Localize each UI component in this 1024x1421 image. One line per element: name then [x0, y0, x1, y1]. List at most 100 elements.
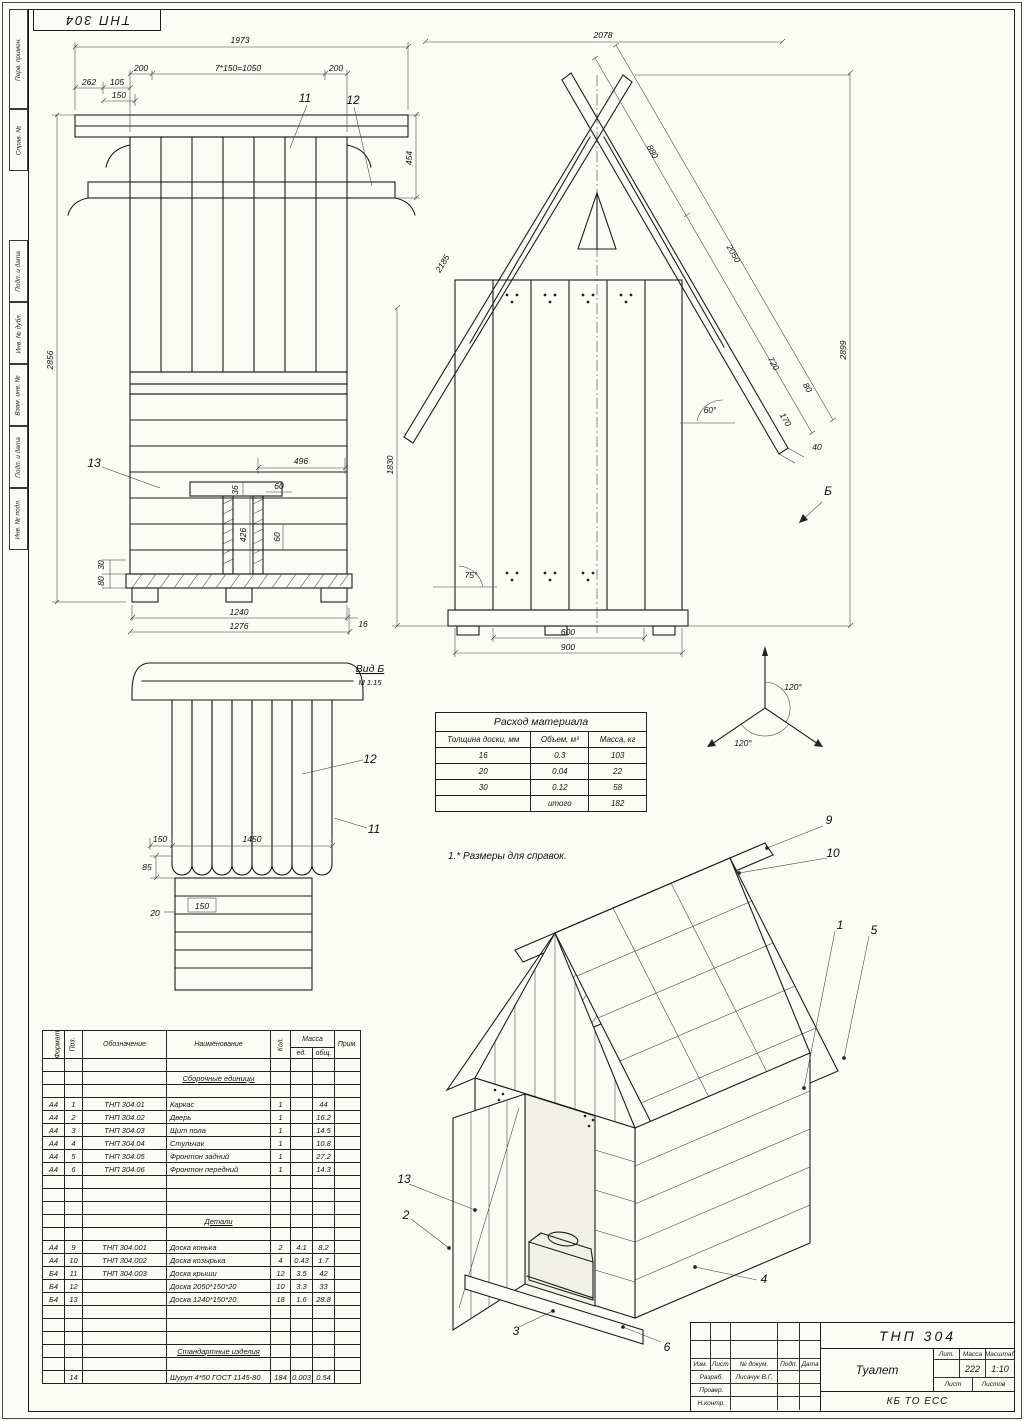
spec-cell-name: Щит пола [166, 1123, 271, 1137]
spec-cell-mass-total [311, 1058, 336, 1072]
margin-stamp: Подп. и дата [9, 426, 28, 488]
material-cell: 103 [588, 747, 647, 764]
spec-cell-name [166, 1227, 271, 1241]
margin-stamp: Инв. № подл. [9, 488, 28, 550]
spec-cell-pos: 11 [64, 1266, 83, 1280]
spec-section-row: Сборочные единицы [42, 1071, 362, 1085]
axonometry-axes [707, 646, 823, 747]
view-b-drawing: Вид Б М 1:15 12 11 150 1450 85 20 150 [131, 662, 384, 991]
margin-stamp: Перв. примен. [9, 9, 28, 109]
dim-front-150: 150 [112, 90, 126, 100]
tb-scale-value: 1:10 [991, 1363, 1009, 1374]
dim-vb-150b: 150 [195, 901, 209, 911]
tb-document-number: ТНП 304 [821, 1323, 1014, 1349]
pos-label-11: 11 [299, 91, 311, 105]
dim-vb-1450: 1450 [243, 834, 262, 844]
spec-cell-designation [82, 1227, 167, 1241]
spec-empty-row [42, 1175, 362, 1189]
spec-cell-designation [82, 1292, 167, 1306]
margin-stamp-text: Подп. и дата [15, 436, 23, 478]
material-cell: 0.3 [530, 747, 590, 764]
tb-name-prover [731, 1384, 779, 1396]
spec-cell-mass-unit: 4.1 [290, 1240, 313, 1254]
spec-cell-name [166, 1331, 271, 1345]
angle-75: 75° [465, 570, 478, 580]
spec-cell-mass-total: 28.8 [311, 1292, 336, 1306]
spec-cell-designation: ТНП 304.03 [82, 1123, 167, 1137]
spec-cell-mass-unit [290, 1149, 313, 1163]
dim-front-80: 80 [96, 576, 106, 586]
iso-pos-1: 1 [837, 918, 844, 932]
pos-label-12: 12 [346, 93, 360, 107]
spec-cell-note [334, 1123, 362, 1137]
spec-cell-pos: 4 [64, 1136, 83, 1150]
spec-cell-designation [82, 1201, 167, 1215]
dim-vb-20: 20 [149, 908, 160, 918]
spec-cell-designation [82, 1318, 167, 1332]
spec-cell-mass-unit [290, 1136, 313, 1150]
spec-cell-note [334, 1175, 362, 1189]
spec-cell-designation [82, 1344, 167, 1358]
spec-cell-mass-total: 16.2 [311, 1110, 336, 1124]
spec-cell-pos: 3 [64, 1123, 83, 1137]
spec-cell-designation [82, 1214, 167, 1228]
tb-h-data: Дата [801, 1361, 819, 1368]
spec-cell-mass-unit [290, 1084, 313, 1098]
material-header-volume: Объем, м³ [530, 731, 590, 748]
title-block-main-area: ТНП 304 Туалет Лит. Масса Масштаб 222 1:… [821, 1323, 1015, 1411]
spec-header-mass: Масса [289, 1030, 336, 1048]
spec-cell-pos [64, 1188, 83, 1202]
spec-cell-note [334, 1266, 362, 1280]
side-view-drawing: 2078 2185 880 2050 720 80 170 2899 1830 … [385, 30, 854, 657]
dim-side-80: 80 [801, 381, 815, 394]
spec-cell-format [42, 1318, 65, 1332]
spec-cell-qty: 1 [270, 1123, 291, 1137]
spec-cell-designation [82, 1370, 167, 1384]
spec-cell-mass-unit [290, 1162, 313, 1176]
spec-cell-mass-unit [290, 1305, 313, 1319]
pos-label-12b: 12 [363, 752, 377, 766]
spec-cell-mass-unit [290, 1058, 313, 1072]
spec-cell-designation: ТНП 304.04 [82, 1136, 167, 1150]
tb-product-name: Туалет [821, 1349, 934, 1391]
spec-cell-format [42, 1331, 65, 1345]
tb-lms-headers: Лит. Масса Масштаб [934, 1349, 1015, 1360]
spec-cell-mass-total [311, 1214, 336, 1228]
spec-cell-mass-total [311, 1344, 336, 1358]
spec-section-row: Детали [42, 1214, 362, 1228]
spec-cell-name: Фронтон передний [166, 1162, 271, 1176]
dim-side-40: 40 [812, 442, 822, 452]
spec-cell-pos: 13 [64, 1292, 83, 1306]
spec-cell-name [166, 1084, 271, 1098]
material-table: Расход материала Толщина доски, мм Объем… [434, 712, 647, 812]
reference-note: 1.* Размеры для справок. [448, 851, 567, 862]
spec-header-designation: Обозначение [82, 1030, 167, 1059]
spec-cell-note [334, 1188, 362, 1202]
spec-empty-row [42, 1188, 362, 1202]
spec-cell-pos [64, 1305, 83, 1319]
spec-cell-mass-total [311, 1357, 336, 1371]
iso-screw-dots [493, 1088, 595, 1128]
spec-cell-qty [270, 1305, 291, 1319]
dim-vb-150a: 150 [153, 834, 167, 844]
spec-cell-name [166, 1058, 271, 1072]
tb-mass-value: 222 [960, 1360, 986, 1377]
spec-cell-format: А4 [42, 1162, 65, 1176]
interior-seat [526, 1231, 594, 1301]
spec-cell-name: Доска 1240*150*20 [166, 1292, 271, 1306]
spec-cell-format: А4 [42, 1240, 65, 1254]
spec-cell-qty [270, 1084, 291, 1098]
spec-cell-designation: ТНП 304.02 [82, 1110, 167, 1124]
spec-cell-mass-unit [290, 1201, 313, 1215]
tb-name-razrab: Лисачук В.Г. [731, 1371, 779, 1383]
spec-cell-qty: 4 [270, 1253, 291, 1267]
spec-cell-pos [64, 1071, 83, 1085]
